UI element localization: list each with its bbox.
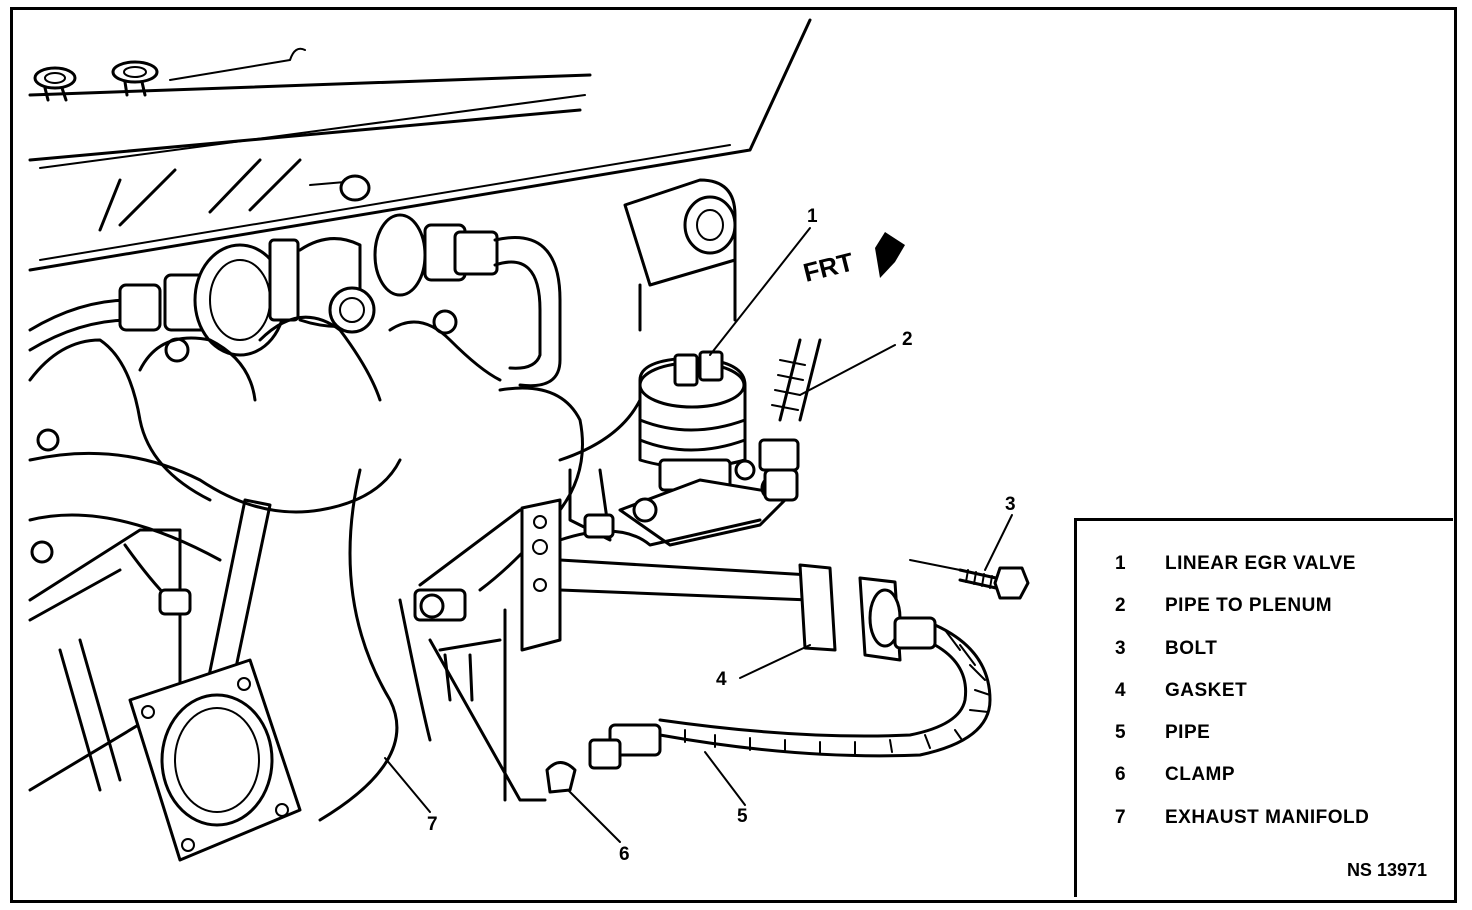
callout-5: 5 [737,806,748,827]
callout-7: 7 [427,814,438,835]
legend-label: CLAMP [1165,764,1236,785]
legend-number: 2 [1115,595,1126,616]
diagram-frame [10,7,1457,903]
callout-4: 4 [716,669,727,690]
bolt [958,566,1030,600]
legend-number: 4 [1115,680,1126,701]
legend-label: LINEAR EGR VALVE [1165,553,1356,574]
legend-number: 6 [1115,764,1126,785]
legend-number: 1 [1115,553,1126,574]
spring-clips [33,60,159,102]
legend-label: GASKET [1165,680,1248,701]
frt-label: FRT [800,246,856,287]
vacuum-tube [28,213,562,388]
engine-block [28,18,812,272]
linear-egr-valve [558,350,792,547]
callout-6: 6 [619,844,630,865]
callout-3: 3 [1005,494,1016,515]
egr-pipe-assembly [413,498,992,802]
front-arrow-icon [875,232,905,278]
legend-label: BOLT [1165,638,1218,659]
callout-numbers: 1 2 3 4 5 6 7 [427,206,1016,865]
manifold-flange [28,498,302,862]
callout-2: 2 [902,329,913,350]
legend-label: PIPE [1165,722,1211,743]
parts-legend: 1 LINEAR EGR VALVE 2 PIPE TO PLENUM 3 BO… [1074,518,1453,897]
front-orientation-indicator: FRT [800,232,905,288]
leader-lines [384,227,1013,843]
callout-1: 1 [807,206,818,227]
egr-bracket [568,178,737,542]
legend-number: 7 [1115,807,1126,828]
legend-number: 3 [1115,638,1126,659]
pipe-to-plenum [758,338,822,502]
figure-code: NS 13971 [1346,860,1427,880]
legend-number: 5 [1115,722,1126,743]
legend-label: EXHAUST MANIFOLD [1165,807,1370,828]
legend-label: PIPE TO PLENUM [1165,595,1333,616]
